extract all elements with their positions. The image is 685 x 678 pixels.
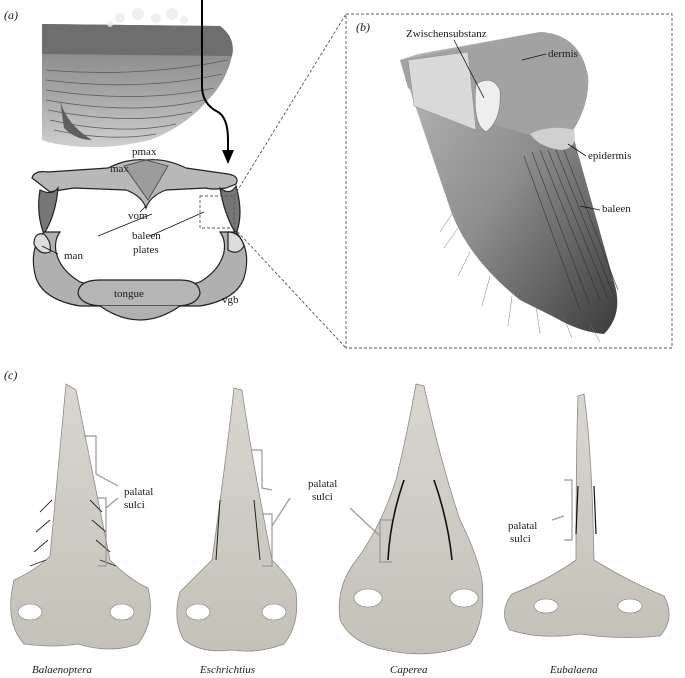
zoom-line-top: [233, 13, 347, 197]
label-palatal-3: palatal: [508, 520, 538, 532]
skull-eschrichtius: [176, 387, 298, 652]
palatal-brackets: [84, 435, 573, 567]
label-pmax: pmax: [132, 146, 157, 158]
panel-label-b: (b): [356, 20, 370, 34]
panel-label-c: (c): [4, 368, 18, 382]
genus-balaenoptera: Balaenoptera: [32, 664, 92, 676]
genus-caperea: Caperea: [390, 664, 428, 676]
mouth-cross-section: [31, 159, 248, 321]
baleen-photo: [400, 32, 619, 343]
label-sulci-3: sulci: [510, 533, 531, 545]
skull-eubalaena: [504, 393, 670, 638]
label-zwischensubstanz: Zwischensubstanz: [406, 28, 487, 40]
label-max: max: [110, 163, 129, 175]
label-man: man: [64, 250, 83, 262]
zoom-box-small: [199, 195, 235, 229]
skull-caperea: [338, 383, 484, 655]
skull-balaenoptera: [10, 383, 151, 650]
label-sulci-2: sulci: [312, 491, 333, 503]
panel-label-a: (a): [4, 8, 18, 22]
label-baleen-b: baleen: [602, 203, 631, 215]
label-vgb: vgb: [222, 294, 239, 306]
label-sulci-1: sulci: [124, 499, 145, 511]
label-dermis: dermis: [548, 48, 578, 60]
label-palatal-1: palatal: [124, 486, 154, 498]
genus-eubalaena: Eubalaena: [550, 664, 598, 676]
whale-head-illustration: [42, 0, 234, 164]
label-plates: plates: [133, 244, 159, 256]
panel-b-leader-lines: [453, 39, 601, 211]
panel-a-leader-lines: [41, 205, 205, 255]
genus-eschrichtius: Eschrichtius: [200, 664, 255, 676]
label-vom: vom: [128, 210, 148, 222]
label-tongue: tongue: [114, 288, 144, 300]
label-baleen: baleen: [132, 230, 161, 242]
zoom-box-large: [345, 13, 673, 349]
label-epidermis: epidermis: [588, 150, 632, 162]
label-palatal-2: palatal: [308, 478, 338, 490]
zoom-line-bottom: [233, 227, 347, 349]
